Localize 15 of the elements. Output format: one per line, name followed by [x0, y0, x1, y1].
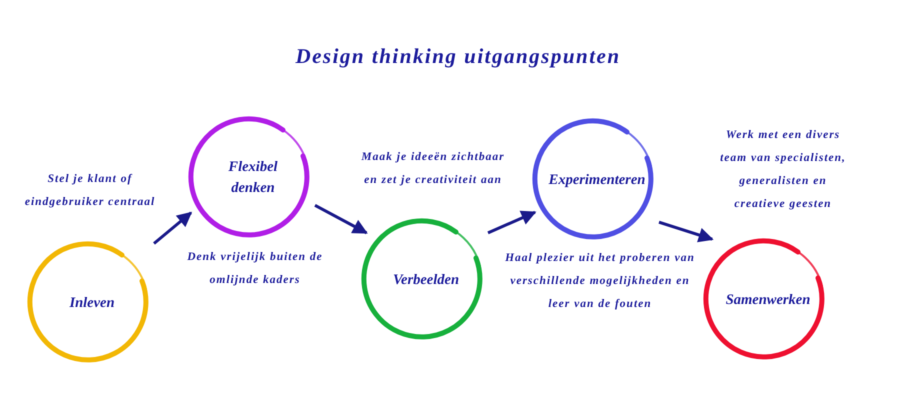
caption-text: Denk vrijelijk buiten de omlijnde kaders — [186, 250, 324, 288]
node-label: Samenwerken — [726, 290, 810, 310]
node-label: Verbeelden — [392, 270, 460, 290]
diagram-title: Design thinking uitgangspunten — [294, 44, 622, 69]
caption-text: Maak je ideeën zichtbaar en zet je creativiteit aan — [360, 150, 506, 188]
arrow — [153, 212, 192, 245]
node-label: Flexibel denken — [228, 158, 278, 198]
caption-text: Werk met een divers team van specialisten, generalisten en creatieve geesten — [719, 128, 847, 212]
arrow — [487, 210, 536, 234]
caption-text: Haal plezier uit het proberen van verschillende mogelijkheden en leer van de fouten — [505, 251, 695, 312]
arrow — [658, 220, 714, 242]
node-label: Experimenteren — [548, 170, 646, 190]
node-label: Inleven — [69, 294, 115, 312]
arrow — [314, 204, 368, 234]
caption-text: Stel je klant of eindgebruiker centraal — [24, 172, 156, 210]
